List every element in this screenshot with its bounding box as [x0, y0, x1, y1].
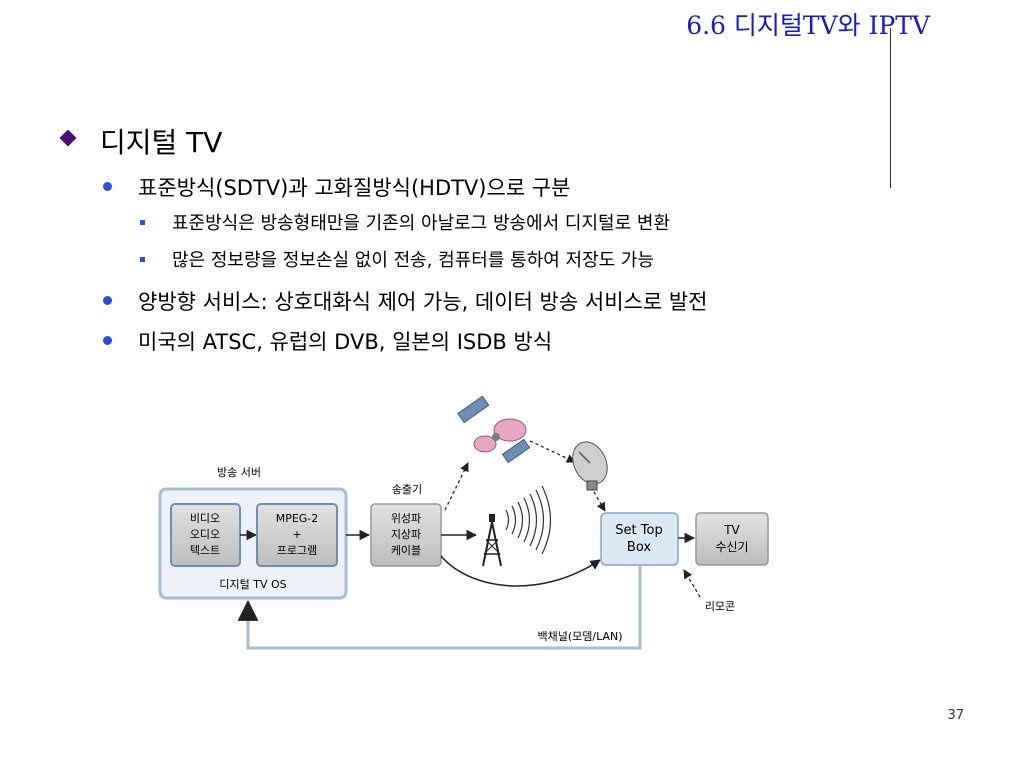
arrow-cable-to-stb: [440, 555, 601, 587]
mpeg-line-1: MPEG-2: [276, 512, 319, 525]
sub-bullet-storage: 많은 정보량을 정보손실 없이 전송, 컴퓨터를 통하여 저장도 가능: [172, 250, 655, 271]
tv-line-1: TV: [723, 523, 740, 537]
broadcast-tower-icon: [482, 514, 502, 567]
stb-line-1: Set Top: [615, 523, 662, 538]
transmitter-label: 송출기: [392, 483, 422, 496]
bullet-dot-icon: [103, 336, 112, 345]
set-top-box: [600, 512, 679, 566]
transmit-line-satellite: 위성파: [391, 512, 421, 525]
media-line-video: 비디오: [190, 512, 220, 525]
satellite-dish-icon: [572, 441, 608, 491]
arrow-uplink: [444, 462, 469, 511]
bullet-dot-icon: [103, 182, 112, 191]
mpeg-line-2: +: [292, 528, 301, 541]
os-label: 디지털 TV OS: [219, 578, 286, 591]
tv-line-2: 수신기: [715, 540, 748, 554]
bullet-dot-icon: [103, 296, 112, 305]
stb-line-2: Box: [627, 540, 651, 555]
bullet-sdtv-hdtv: 표준방식(SDTV)과 고화질방식(HDTV)으로 구분: [138, 176, 571, 200]
radio-waves-icon: [505, 485, 551, 555]
mpeg-box: [256, 503, 338, 567]
tv-receiver-box: [695, 512, 769, 566]
remote-label: 리모콘: [705, 600, 735, 613]
back-channel-label: 백채널(모뎀/LAN): [537, 630, 622, 643]
satellite-icon: [457, 395, 531, 464]
arrow-dish-to-stb: [593, 491, 606, 512]
server-label: 방송 서버: [217, 466, 261, 479]
arrow-downlink: [529, 440, 576, 463]
media-line-text: 텍스트: [190, 544, 220, 557]
arrow-remote-to-stb: [683, 569, 701, 598]
mpeg-line-3: 프로그램: [277, 544, 317, 557]
media-line-audio: 오디오: [190, 528, 220, 541]
square-bullet-icon: [140, 220, 145, 225]
transmit-line-cable: 케이블: [391, 544, 421, 557]
back-channel-line: [237, 565, 642, 650]
sub-bullet-conversion: 표준방식은 방송형태만을 기존의 아날로그 방송에서 디지털로 변환: [172, 213, 671, 234]
square-bullet-icon: [140, 257, 145, 262]
transmit-line-terrestrial: 지상파: [391, 528, 421, 541]
bullet-interactive: 양방향 서비스: 상호대화식 제어 가능, 데이터 방송 서비스로 발전: [138, 290, 708, 314]
page-number: 37: [947, 708, 964, 723]
title-divider-line: [890, 28, 891, 188]
main-bullet: 디지털 TV: [100, 126, 223, 159]
slide-title: 6.6 디지털TV와 IPTV: [686, 11, 930, 40]
bullet-standards: 미국의 ATSC, 유럽의 DVB, 일본의 ISDB 방식: [138, 330, 553, 354]
